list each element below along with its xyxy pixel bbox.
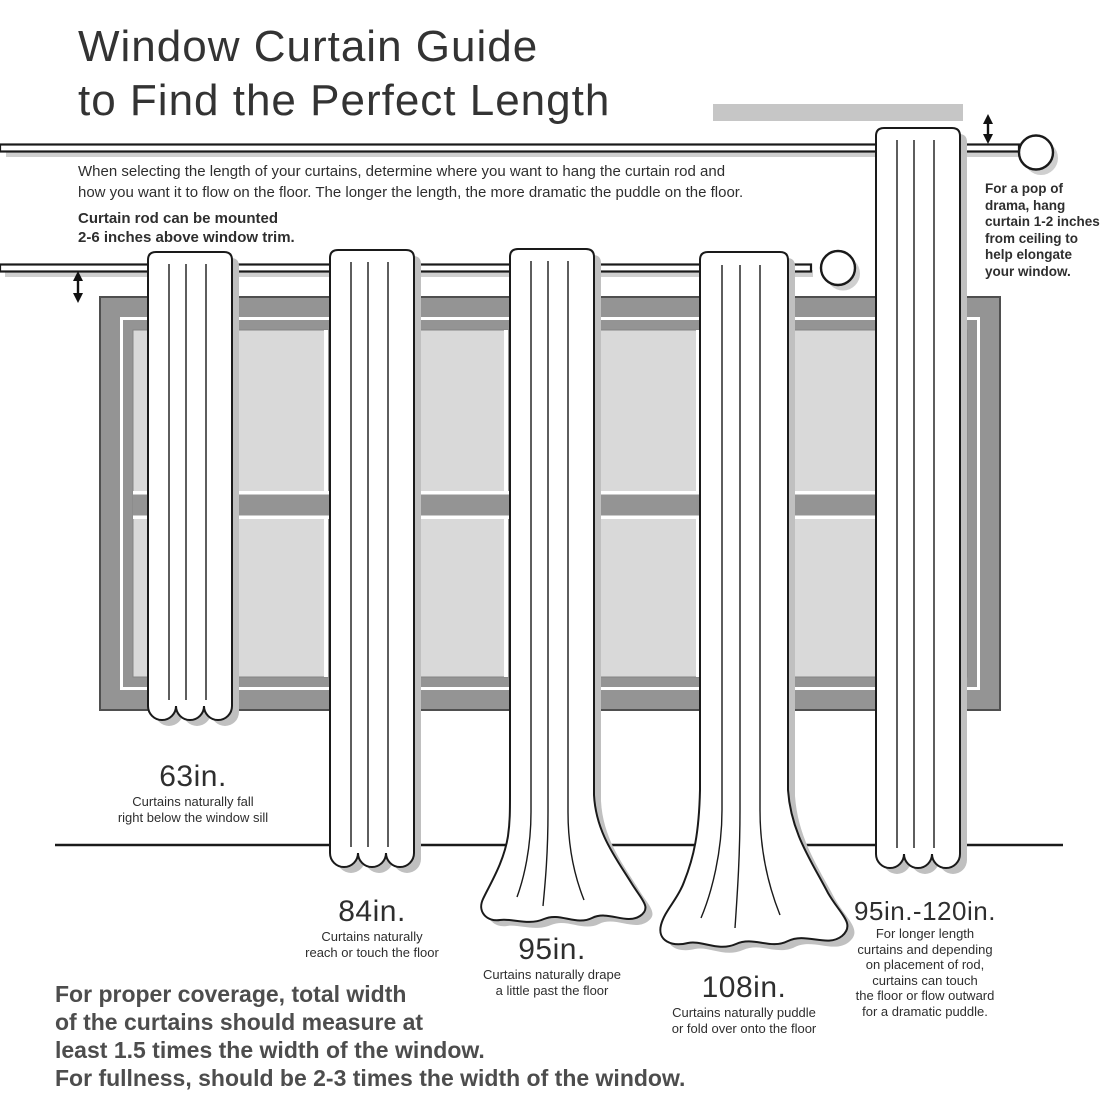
curtain-108-folds xyxy=(700,265,781,929)
ceiling-gap-arrow-icon xyxy=(983,114,993,144)
curtain-95-120-caption: For longer length curtains and depending… xyxy=(855,926,995,1019)
ceiling-rod-finial-icon xyxy=(1017,134,1055,171)
curtain-63-caption: Curtains naturally fall right below the … xyxy=(117,794,269,825)
rod-gap-arrow-icon xyxy=(73,271,83,303)
curtain-95-120-length-label: 95in.-120in. xyxy=(854,896,996,926)
rod-mount-note: Curtain rod can be mounted 2-6 inches ab… xyxy=(78,210,295,246)
curtain-95-120-folds xyxy=(896,140,935,848)
ceiling-hang-note: For a pop of drama, hang curtain 1-2 inc… xyxy=(985,181,1100,279)
intro-text: When selecting the length of your curtai… xyxy=(78,163,744,201)
curtain-108-caption: Curtains naturally puddle or fold over o… xyxy=(671,1005,817,1036)
curtain-84-folds xyxy=(350,262,389,847)
curtain-95-120 xyxy=(875,127,967,874)
curtain-84-caption: Curtains naturally reach or touch the fl… xyxy=(305,929,439,960)
page-title: Window Curtain Guide to Find the Perfect… xyxy=(78,22,611,125)
ceiling-rod xyxy=(0,134,1058,175)
curtain-84 xyxy=(329,249,421,873)
curtain-95-caption: Curtains naturally drape a little past t… xyxy=(482,967,622,998)
curtain-84-length-label: 84in. xyxy=(338,895,406,928)
curtain-63-folds xyxy=(168,264,207,700)
curtain-95-folds xyxy=(516,261,585,907)
curtain-63-length-label: 63in. xyxy=(159,760,227,793)
curtain-108-length-label: 108in. xyxy=(701,971,787,1004)
window-rod-finial-icon xyxy=(819,249,857,287)
curtain-63 xyxy=(147,251,239,726)
curtain-108 xyxy=(659,251,855,953)
ceiling-bar xyxy=(713,104,963,121)
coverage-note: For proper coverage, total width of the … xyxy=(55,981,686,1091)
curtain-95-length-label: 95in. xyxy=(518,933,586,966)
curtain-95 xyxy=(480,248,653,928)
